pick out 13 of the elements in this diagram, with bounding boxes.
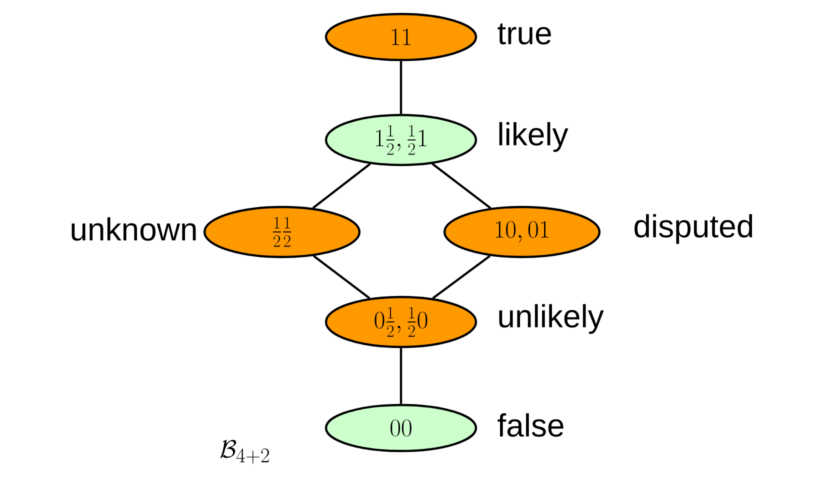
lattice-line	[432, 162, 492, 209]
lattice-name: $\mathcal{B}_{4+2}$	[220, 440, 269, 464]
lattice-line	[400, 348, 402, 404]
value-label: likely	[499, 122, 568, 152]
value-label: unlikely	[499, 304, 604, 334]
value-label: false	[498, 413, 564, 437]
lattice-line	[432, 254, 491, 300]
lattice-line	[312, 255, 370, 300]
value-label: disputed	[634, 214, 752, 244]
lattice-line	[400, 61, 402, 114]
value-label: unknown	[72, 217, 196, 241]
lattice-line	[312, 162, 371, 209]
value-label: true	[498, 24, 551, 44]
